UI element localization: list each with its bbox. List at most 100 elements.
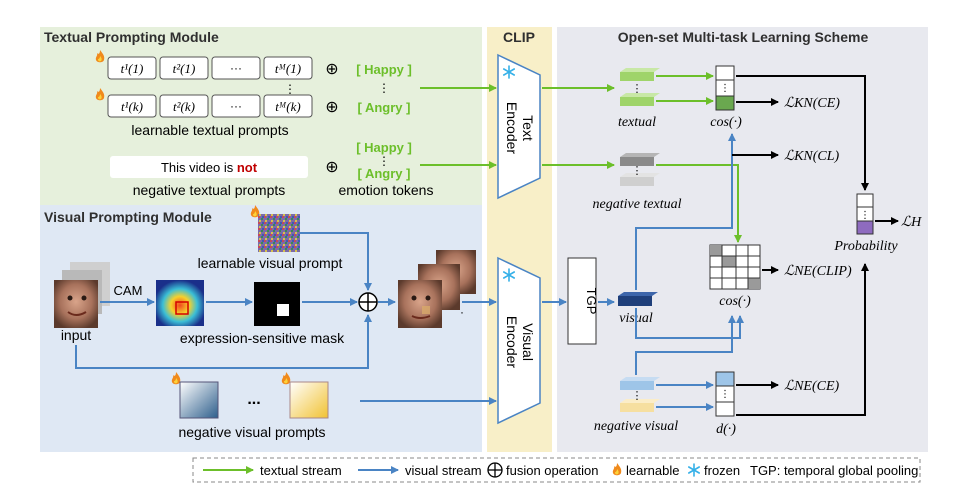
visual-encoder-label: VisualEncoder xyxy=(504,316,536,368)
loss-kn-ce: ℒKN(CE) xyxy=(784,96,840,111)
visual-encoder-line2: Encoder xyxy=(504,316,520,368)
token-tm-1: tᴹ(1) xyxy=(275,61,301,76)
cos1-vector xyxy=(715,65,735,111)
prompt-row-1: t¹(1) t²(1) ··· tᴹ(1) xyxy=(107,56,313,80)
text-encoder xyxy=(497,53,541,200)
probability-label: Probability xyxy=(833,239,898,254)
legend-fusion: fusion operation xyxy=(506,463,599,478)
vdots-textual: ⋮ xyxy=(632,83,643,95)
visual-feature xyxy=(618,292,658,306)
clip-title: CLIP xyxy=(503,29,535,45)
arrow-textual-to-clip-matrix xyxy=(656,164,742,243)
negative-sentence-box xyxy=(110,156,308,178)
negative-visual-ellipsis: ... xyxy=(247,391,260,408)
token-t2-1: t²(1) xyxy=(173,61,196,76)
vdots-neg-textual: ⋮ xyxy=(632,165,643,177)
oplus-2: ⊕ xyxy=(325,99,338,116)
oplus-3: ⊕ xyxy=(325,159,338,176)
textual-module-title: Textual Prompting Module xyxy=(44,29,219,45)
mask-label: expression-sensitive mask xyxy=(180,330,345,346)
negative-textual-label: negative textual prompts xyxy=(133,182,286,198)
emotion-tokens-label: emotion tokens xyxy=(339,182,434,198)
arrow-input-to-fusion xyxy=(75,314,372,369)
negative-visual-prompt-blue xyxy=(179,381,219,419)
negative-visual-label: negative visual prompts xyxy=(178,424,325,440)
vdots-neg-visual: ⋮ xyxy=(632,390,643,402)
legend-frozen: frozen xyxy=(704,463,740,478)
token-t1-k: t¹(k) xyxy=(121,99,143,114)
token-tm-k: tᴹ(k) xyxy=(275,99,300,114)
token-ellipsis-1: ··· xyxy=(230,61,242,75)
tgp-box xyxy=(567,257,597,345)
cam-heatmap-image xyxy=(156,280,204,326)
vdots-prompt: ⋮ xyxy=(284,82,296,96)
arrow-visual-to-cos1 xyxy=(635,133,736,290)
d-vector xyxy=(715,371,735,417)
prompted-frames xyxy=(398,250,476,328)
vdots-d: ⋮ xyxy=(720,389,730,400)
token-angry-2: [ Angry ] xyxy=(358,166,411,181)
probability-vector xyxy=(856,193,874,235)
legend-box xyxy=(192,457,921,483)
negative-sentence: This video is not xyxy=(161,160,258,175)
vdots-cos1: ⋮ xyxy=(720,83,730,94)
loss-h: ℒH xyxy=(901,215,922,230)
oplus-1: ⊕ xyxy=(325,61,338,78)
legend-learnable: learnable xyxy=(626,463,680,478)
visual-encoder-line1: Visual xyxy=(520,323,536,361)
negative-sentence-prefix: This video is xyxy=(161,160,237,175)
negative-visual-feature-label: negative visual xyxy=(594,419,678,434)
learnable-visual-prompt-image xyxy=(258,214,300,252)
d-label: d(·) xyxy=(716,422,736,437)
textual-feature-stack xyxy=(620,68,660,106)
token-t1-1: t¹(1) xyxy=(121,61,144,76)
arrow-visual-to-matrix xyxy=(635,308,744,339)
arrow-cos1-to-probability xyxy=(736,75,869,191)
negative-textual-feature-label: negative textual xyxy=(592,197,681,212)
legend-tgp: TGP: temporal global pooling xyxy=(750,463,918,478)
vdots-tokens-1: ⋮ xyxy=(378,81,390,95)
visual-module-title: Visual Prompting Module xyxy=(44,209,212,225)
frames-ellipsis: · xyxy=(460,305,464,319)
negative-visual-feature-stack xyxy=(620,377,660,412)
openset-title: Open-set Multi-task Learning Scheme xyxy=(618,29,869,45)
prompt-row-k: t¹(k) t²(k) ··· tᴹ(k) xyxy=(107,94,313,118)
learnable-visual-label: learnable visual prompt xyxy=(198,255,343,271)
arrow-negvisual-to-matrix xyxy=(635,315,736,375)
cos2-label: cos(·) xyxy=(719,294,751,309)
openset-panel xyxy=(557,27,928,452)
token-happy-2: [ Happy ] xyxy=(356,140,412,155)
legend-visual-stream: visual stream xyxy=(405,463,482,478)
input-label: input xyxy=(61,327,91,343)
loss-kn-cl: ℒKN(CL) xyxy=(784,149,840,164)
token-ellipsis-k: ··· xyxy=(230,99,242,113)
cam-box xyxy=(175,301,189,315)
arrow-d-to-probability xyxy=(736,263,869,416)
vdots-tokens-2: ⋮ xyxy=(378,154,390,168)
visual-encoder xyxy=(497,256,541,425)
cos1-label: cos(·) xyxy=(710,115,742,130)
cam-label: CAM xyxy=(114,283,143,298)
arrow-visual-prompt-to-fusion xyxy=(300,232,372,291)
loss-ne-ce: ℒNE(CE) xyxy=(784,379,840,394)
token-t2-k: t²(k) xyxy=(173,99,195,114)
tgp-label: TGP xyxy=(584,288,599,315)
loss-ne-clip: ℒNE(CLIP) xyxy=(784,264,852,279)
textual-feature-label: textual xyxy=(618,115,656,130)
textual-module-panel xyxy=(40,27,482,205)
negative-textual-feature-stack xyxy=(620,153,660,186)
mask-region xyxy=(277,304,289,316)
legend-textual-stream: textual stream xyxy=(260,463,342,478)
input-frames xyxy=(54,262,110,328)
negative-visual-prompt-yellow xyxy=(289,381,329,419)
clip-similarity-matrix xyxy=(709,244,761,290)
vdots-probability: ⋮ xyxy=(860,210,870,221)
text-encoder-label: TextEncoder xyxy=(504,102,536,154)
text-encoder-line2: Encoder xyxy=(504,102,520,154)
text-encoder-line1: Text xyxy=(520,115,536,141)
learnable-textual-label: learnable textual prompts xyxy=(131,122,288,138)
negative-sentence-not: not xyxy=(237,160,258,175)
token-angry-1: [ Angry ] xyxy=(358,100,411,115)
token-happy-1: [ Happy ] xyxy=(356,62,412,77)
